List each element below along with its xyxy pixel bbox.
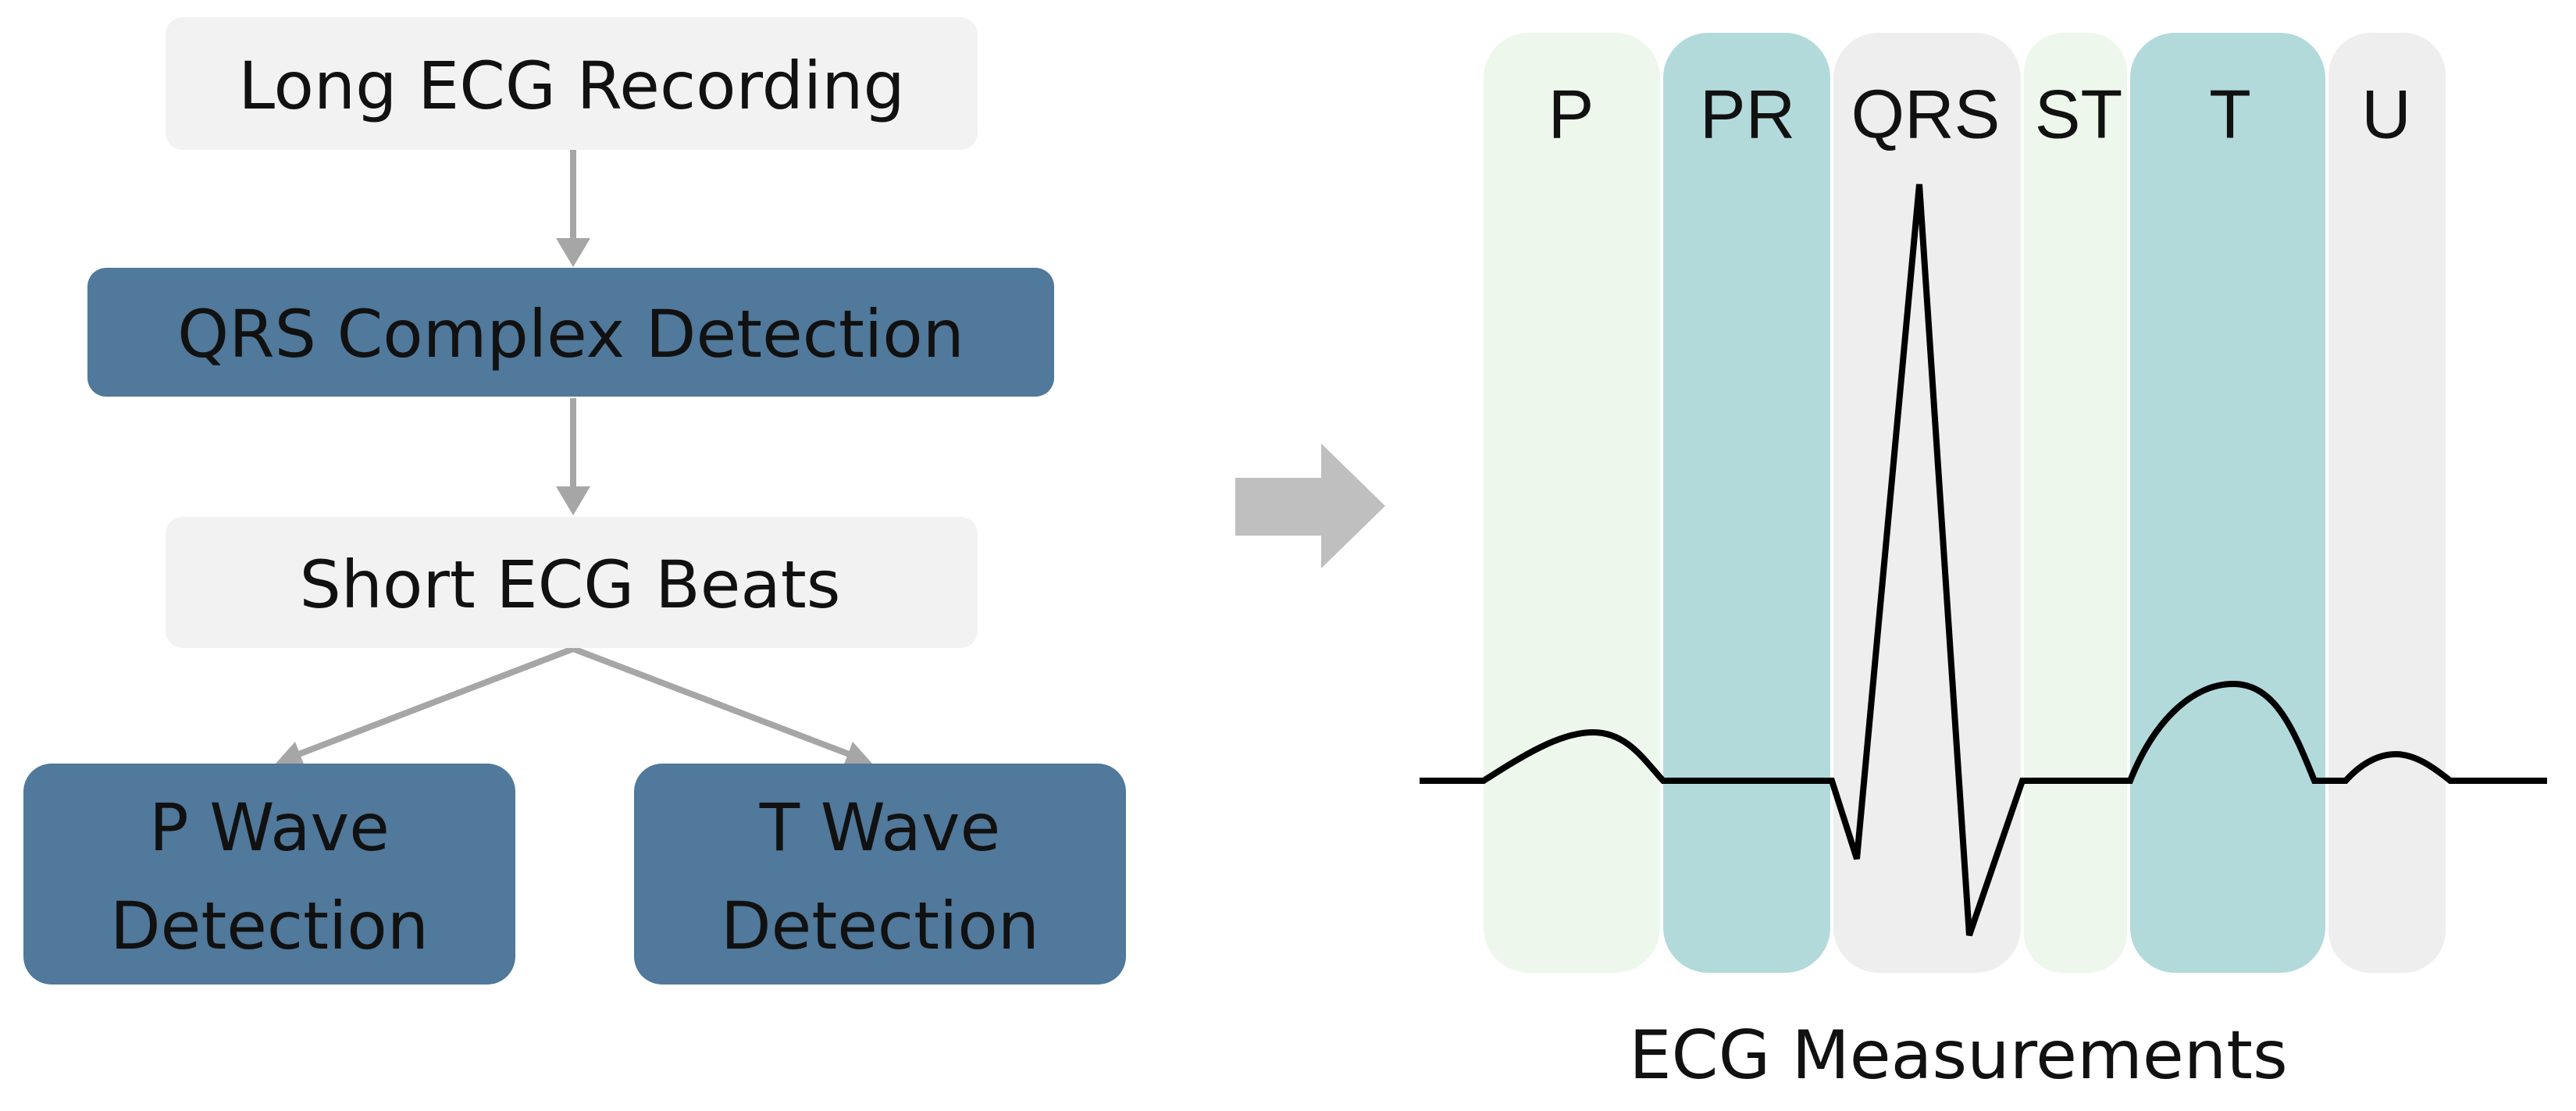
box-short-ecg-beats: Short ECG Beats	[166, 517, 978, 648]
connector-qrs-to-beats	[556, 398, 590, 515]
segment-band-st	[2024, 33, 2127, 973]
box-p-wave-detection: P Wave Detection	[23, 764, 515, 985]
box-t-wave-detection: T Wave Detection	[634, 764, 1126, 985]
ecg-measurements-caption: ECG Measurements	[1629, 1017, 2288, 1095]
box-long-ecg-recording: Long ECG Recording	[166, 17, 978, 150]
connectors	[275, 150, 873, 772]
segment-label-qrs: QRS	[1851, 76, 2001, 153]
ecg-segment-labels: P PR QRS ST T U	[1548, 76, 2411, 153]
box-p-wave-detection-line1: P Wave	[149, 789, 390, 866]
right-arrow-icon	[1235, 443, 1385, 568]
box-qrs-complex-detection-label: QRS Complex Detection	[177, 296, 964, 372]
segment-label-u: U	[2361, 76, 2411, 153]
box-short-ecg-beats-label: Short ECG Beats	[299, 547, 840, 623]
segment-label-p: P	[1548, 76, 1594, 153]
box-p-wave-detection-line2: Detection	[110, 888, 429, 964]
segment-label-st: ST	[2035, 76, 2122, 153]
segment-band-pr	[1663, 33, 1830, 973]
segment-band-u	[2328, 33, 2446, 973]
connector-beats-to-t-wave	[572, 646, 873, 772]
ecg-trace	[1420, 183, 2547, 937]
segment-label-t: T	[2209, 76, 2251, 153]
ecg-measurements-panel: P PR QRS ST T U ECG Measurements	[1420, 33, 2547, 1095]
segment-band-t	[2130, 33, 2325, 973]
box-qrs-complex-detection: QRS Complex Detection	[87, 268, 1054, 397]
segment-label-pr: PR	[1700, 76, 1795, 153]
connector-recording-to-qrs	[556, 150, 590, 267]
segment-band-qrs	[1833, 33, 2021, 973]
segment-band-p	[1484, 33, 1660, 973]
box-t-wave-detection-line1: T Wave	[759, 789, 1001, 866]
connector-beats-to-p-wave	[275, 646, 575, 772]
flowchart: Long ECG Recording QRS Complex Detection…	[23, 17, 1126, 985]
box-long-ecg-recording-label: Long ECG Recording	[238, 48, 905, 124]
box-t-wave-detection-line2: Detection	[721, 888, 1039, 964]
